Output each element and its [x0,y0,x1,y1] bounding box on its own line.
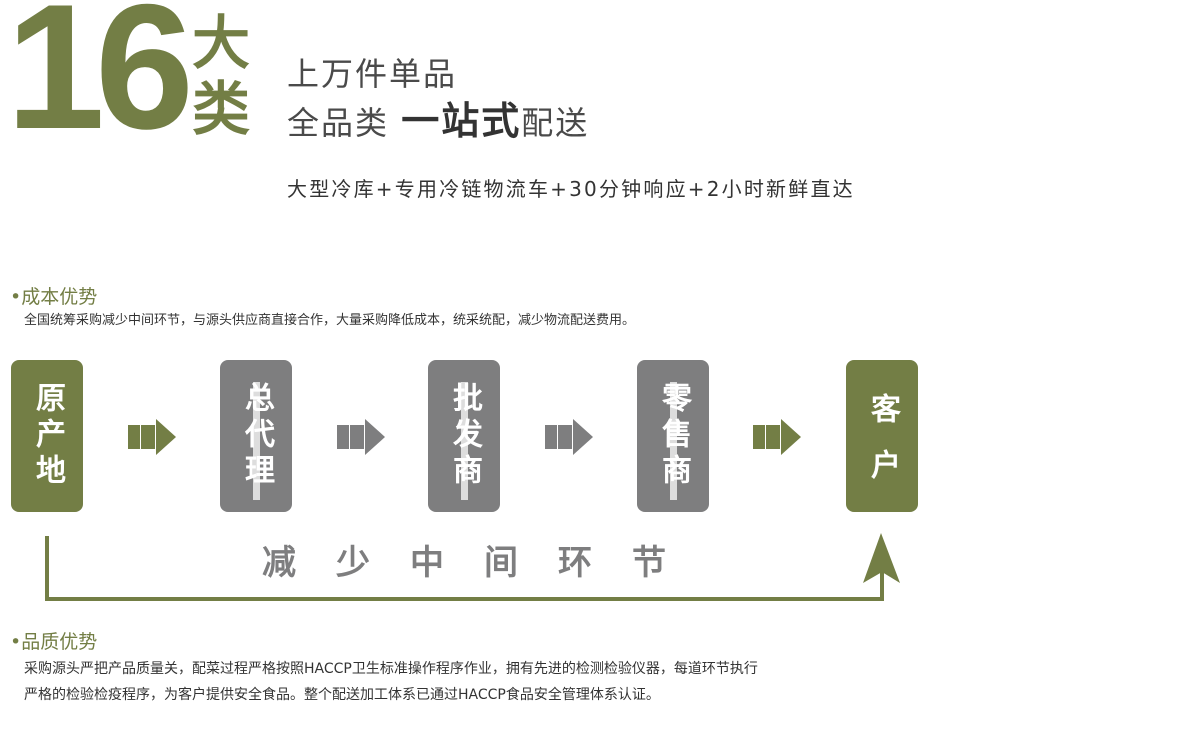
line2-strong: 一站式 [401,99,522,143]
flow-node-wholesaler: 批发商 [428,360,500,512]
node-label: 零售商 [656,382,691,490]
node-label: 客户 [865,393,900,505]
hero-char-da: 大 [192,9,251,77]
hero-subtitle: 大型冷库+专用冷链物流车+30分钟响应+2小时新鲜直达 [287,177,855,201]
flow-node-retailer: 零售商 [637,360,709,512]
quality-heading: •品质优势 [10,631,98,653]
node-label: 批发商 [447,382,482,490]
arrow-right-icon [545,419,593,455]
strike-line [461,382,468,500]
quality-desc-line2: 严格的检验检疫程序，为客户提供安全食品。整个配送加工体系已通过HACCP食品安全… [24,687,660,703]
arrow-right-icon [337,419,385,455]
cost-desc: 全国统筹采购减少中间环节，与源头供应商直接合作，大量采购降低成本，统采统配，减少… [24,313,636,328]
arrow-right-icon [753,419,801,455]
quality-desc-line1: 采购源头严把产品质量关，配菜过程严格按照HACCP卫生标准操作程序作业，拥有先进… [24,661,758,677]
flow-node-origin: 原产地 [11,360,83,512]
line2-pre: 全品类 [287,104,402,142]
strike-line [253,382,260,500]
reduce-intermediate-label: 减少中间环节 [262,543,706,583]
node-label: 原产地 [30,382,65,490]
flow-node-agent: 总代理 [220,360,292,512]
line2-post: 配送 [521,104,590,142]
hero-char-lei: 类 [192,75,251,143]
bypass-arrow-icon [45,533,900,601]
flow-node-customer: 客户 [846,360,918,512]
strike-line [670,382,677,500]
hero-number: 16 [6,0,194,166]
arrow-right-icon [128,419,176,455]
cost-heading: •成本优势 [10,286,98,308]
hero-line1: 上万件单品 [287,55,458,93]
hero-line2: 全品类 一站式配送 [287,102,589,140]
node-label: 总代理 [239,382,274,490]
